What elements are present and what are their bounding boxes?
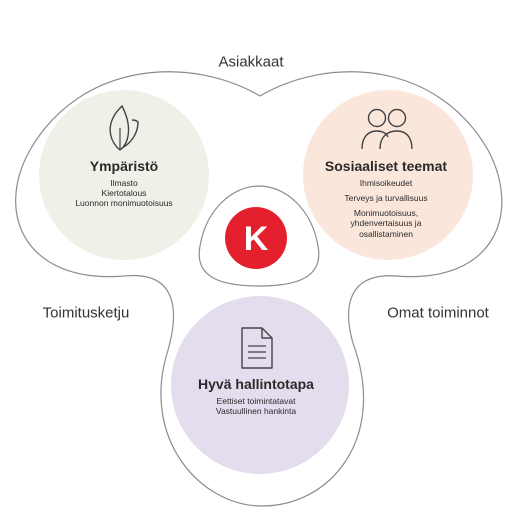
label-own-operations: Omat toiminnot bbox=[387, 304, 489, 322]
environment-title: Ympäristö bbox=[89, 158, 159, 174]
governance-circle bbox=[171, 296, 349, 474]
environment-block: Ympäristö Ilmasto Kiertotalous Luonnon m… bbox=[39, 158, 209, 208]
logo-letter: K bbox=[244, 220, 269, 258]
governance-item: Vastuullinen hankinta bbox=[215, 405, 297, 416]
environment-item: Kiertotalous bbox=[101, 187, 147, 198]
social-item: yhdenvertaisuus ja bbox=[350, 218, 422, 229]
kesko-logo: K bbox=[225, 207, 287, 269]
social-title: Sosiaaliset teemat bbox=[324, 158, 448, 174]
people-icon bbox=[361, 108, 413, 150]
environment-item: Luonnon monimuotoisuus bbox=[75, 198, 173, 209]
governance-item: Eettiset toimintatavat bbox=[216, 395, 296, 406]
logo-circle bbox=[225, 207, 287, 269]
social-block: Sosiaaliset teemat Ihmisoikeudet Terveys… bbox=[301, 158, 471, 239]
governance-block: Hyvä hallintotapa Eettiset toimintatavat… bbox=[171, 376, 341, 416]
label-customers: Asiakkaat bbox=[218, 53, 284, 71]
social-item: Ihmisoikeudet bbox=[359, 177, 413, 188]
leaf-icon bbox=[109, 104, 139, 151]
social-item: Monimuotoisuus, bbox=[353, 208, 419, 219]
environment-circle bbox=[39, 90, 209, 260]
governance-title: Hyvä hallintotapa bbox=[198, 376, 314, 392]
label-supply-chain: Toimitusketju bbox=[42, 304, 130, 322]
document-icon bbox=[241, 327, 273, 369]
social-item: osallistaminen bbox=[359, 228, 413, 239]
social-circle bbox=[303, 90, 473, 260]
environment-item: Ilmasto bbox=[110, 177, 138, 188]
social-item: Terveys ja turvallisuus bbox=[344, 192, 428, 203]
